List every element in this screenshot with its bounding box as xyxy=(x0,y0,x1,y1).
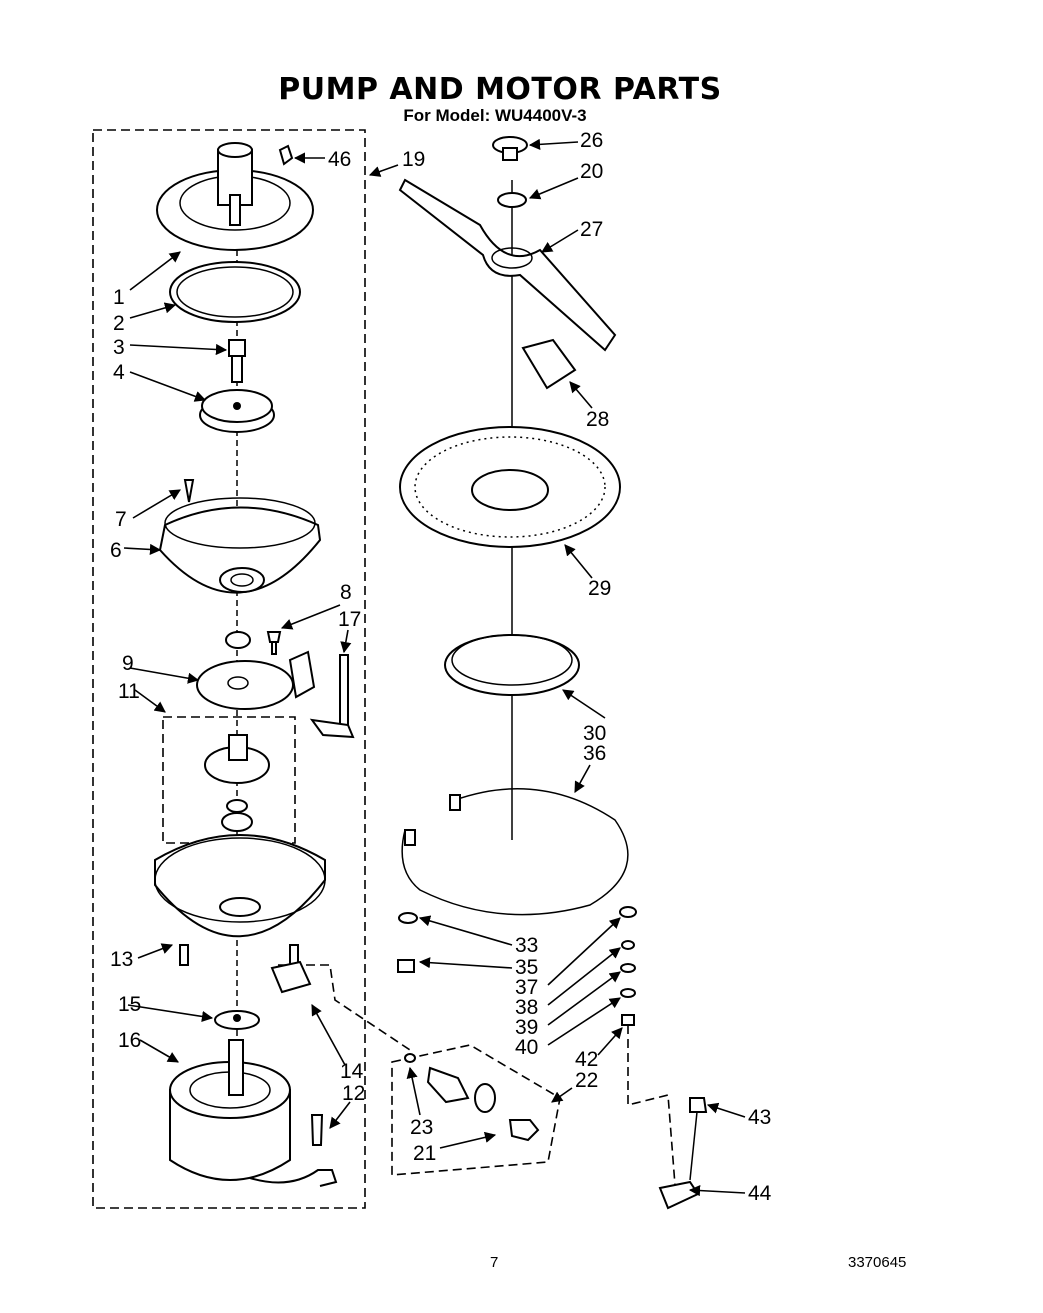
callout-22: 22 xyxy=(575,1069,598,1092)
part-12-screw xyxy=(310,1114,324,1146)
part-8-screw xyxy=(266,631,282,655)
callout-36: 36 xyxy=(583,742,606,765)
callout-19: 19 xyxy=(402,148,425,171)
part-3-check-valve xyxy=(228,339,246,383)
part-2-o-ring-inner xyxy=(176,266,294,318)
part-26-cap xyxy=(492,136,528,161)
part-30-ring xyxy=(444,634,580,696)
part-36-heating-element xyxy=(401,788,629,916)
callout-14: 14 xyxy=(340,1060,364,1083)
callout-29: 29 xyxy=(588,577,611,600)
callout-46: 46 xyxy=(328,148,351,171)
part-46-clip xyxy=(278,144,294,166)
part-14-thermistor xyxy=(270,960,312,994)
callout-8: 8 xyxy=(340,581,352,604)
part-44-bracket xyxy=(658,1180,700,1210)
callout-37: 37 xyxy=(515,976,538,999)
callout-42: 42 xyxy=(575,1048,598,1071)
part-28-deflector xyxy=(521,338,577,390)
document-number: 3370645 xyxy=(848,1254,907,1271)
callout-30: 30 xyxy=(583,722,606,745)
callout-28: 28 xyxy=(586,408,609,431)
part-43-stem xyxy=(689,1111,698,1181)
part-seal-washer xyxy=(225,631,251,649)
part-7-screw xyxy=(183,479,195,503)
part-20-washer xyxy=(497,192,527,208)
callout-15: 15 xyxy=(118,993,141,1016)
callout-38: 38 xyxy=(515,996,538,1019)
callout-11: 11 xyxy=(118,680,140,703)
callout-40: 40 xyxy=(515,1036,538,1059)
callout-6: 6 xyxy=(110,539,122,562)
callout-20: 20 xyxy=(580,160,603,183)
callout-12: 12 xyxy=(342,1082,365,1105)
callout-23: 23 xyxy=(410,1116,433,1139)
callout-13: 13 xyxy=(110,948,133,971)
callout-7: 7 xyxy=(115,508,127,531)
callout-3: 3 xyxy=(113,336,125,359)
part-33-washer xyxy=(398,912,418,924)
part-35-bracket xyxy=(397,959,415,973)
part-16-motor xyxy=(169,1039,338,1187)
model-subtitle: For Model: WU4400V-3 xyxy=(403,106,587,125)
part-17-float-switch xyxy=(309,654,355,739)
part-6-pump-body xyxy=(158,497,322,594)
part-4-disc xyxy=(199,389,275,433)
part-9-plate xyxy=(196,650,316,710)
callout-1: 1 xyxy=(113,286,125,309)
parts-37-42-hardware xyxy=(619,906,637,1026)
callout-27: 27 xyxy=(580,218,603,241)
callout-21: 21 xyxy=(413,1142,436,1165)
part-11-impeller xyxy=(204,734,270,832)
part-21-23-sensor-assembly xyxy=(404,1053,540,1142)
callout-16: 16 xyxy=(118,1029,141,1052)
callout-9: 9 xyxy=(122,652,134,675)
callout-33: 33 xyxy=(515,934,538,957)
assembly-22-dashed-box xyxy=(391,1044,561,1176)
page-number: 7 xyxy=(490,1254,499,1271)
part-1-pump-housing xyxy=(156,142,314,251)
part-27-spray-arm xyxy=(398,178,617,352)
part-2-o-ring xyxy=(169,261,301,323)
callout-35: 35 xyxy=(515,956,538,979)
callout-26: 26 xyxy=(580,129,603,152)
part-13-motor-mount xyxy=(154,834,326,966)
callout-44: 44 xyxy=(748,1182,772,1205)
part-43-clip xyxy=(689,1097,708,1113)
callout-17: 17 xyxy=(338,608,361,631)
part-29-filter-screen xyxy=(399,426,621,548)
callout-43: 43 xyxy=(748,1106,771,1129)
part-15-slinger xyxy=(214,1010,260,1030)
callout-39: 39 xyxy=(515,1016,538,1039)
sensor-lead-line xyxy=(278,964,411,1051)
callout-4: 4 xyxy=(113,361,125,384)
page-title: PUMP AND MOTOR PARTS xyxy=(278,72,722,107)
assembly-19-dashed-box xyxy=(92,129,366,1209)
callout-2: 2 xyxy=(113,312,125,335)
bracket-axis-line xyxy=(627,1025,676,1186)
